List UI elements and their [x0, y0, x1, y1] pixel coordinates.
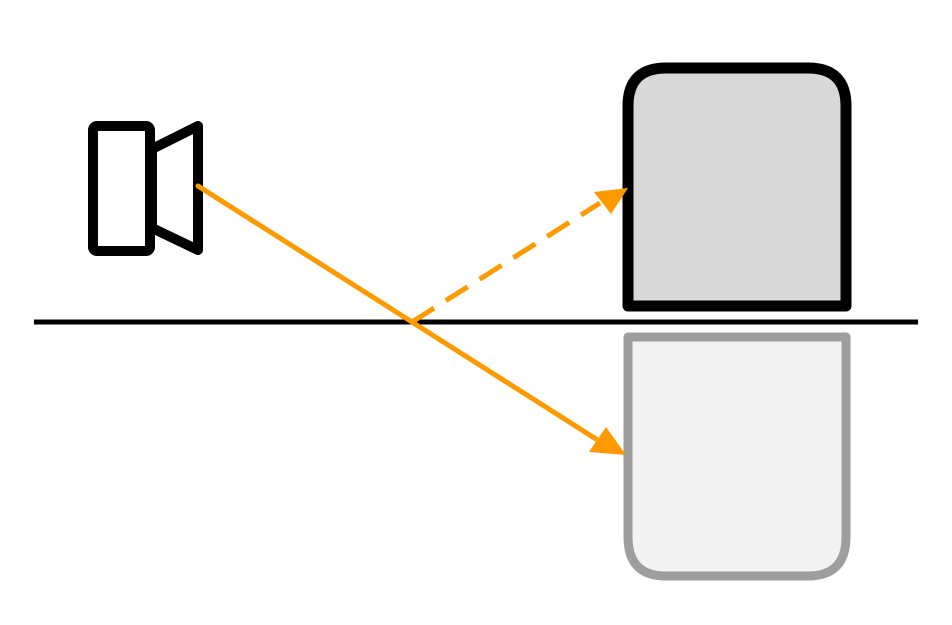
reflected-object-box — [623, 332, 851, 581]
ray-arrowhead — [589, 427, 626, 455]
object-box — [622, 62, 852, 312]
reflected-ray — [410, 188, 628, 325]
speaker-icon — [88, 121, 203, 256]
reflected-ray-arrowhead — [594, 188, 628, 214]
ray-to-reflection — [195, 183, 626, 455]
